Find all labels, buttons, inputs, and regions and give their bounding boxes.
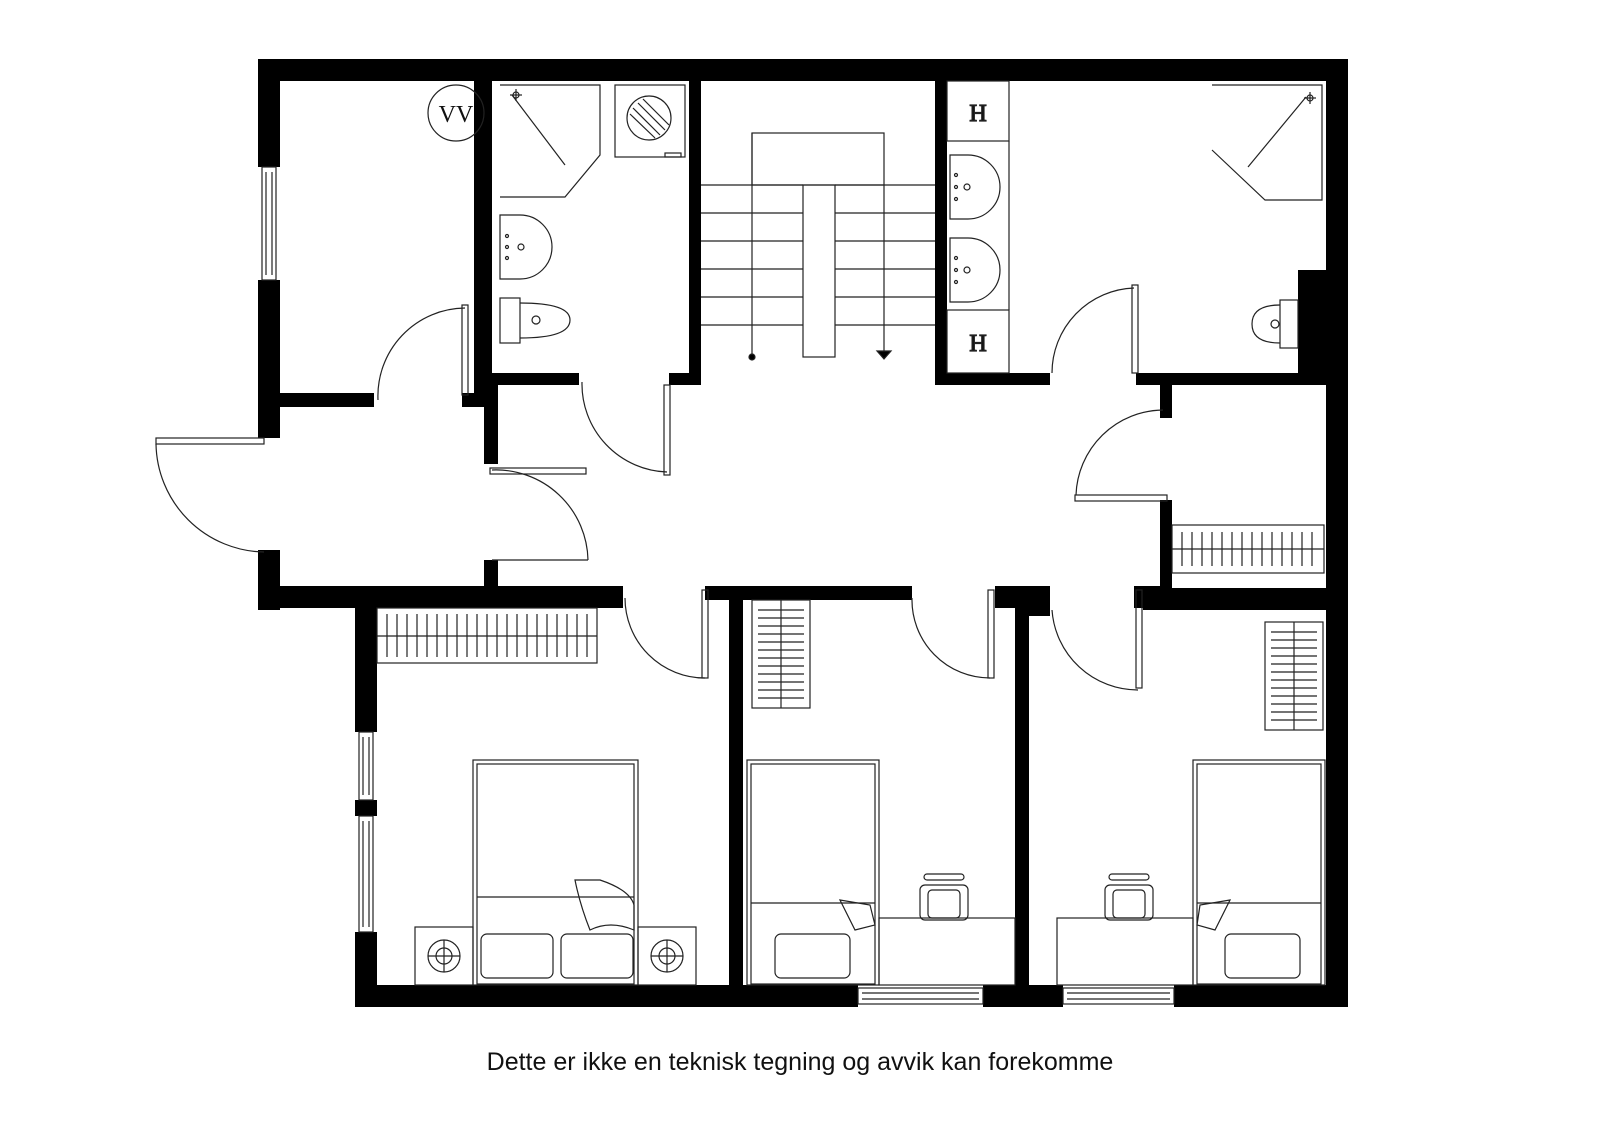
stair-arrow-icon bbox=[875, 350, 893, 360]
nightstand-right bbox=[637, 926, 697, 986]
wardrobe-bedroom2 bbox=[751, 599, 811, 709]
window-left-upper bbox=[261, 166, 277, 281]
staircase bbox=[701, 132, 935, 361]
cabinet-top-label: H bbox=[969, 101, 986, 127]
door-bedroom2 bbox=[911, 589, 995, 679]
cabinet-top: H bbox=[946, 80, 1010, 142]
chair-bedroom3 bbox=[1104, 873, 1154, 921]
nightstand-left bbox=[414, 926, 474, 986]
cabinet-bottom: H bbox=[946, 309, 1010, 374]
window-bedroom3-bottom bbox=[1062, 987, 1175, 1005]
water-heater-label: VV bbox=[439, 102, 474, 128]
door-bedroom3 bbox=[1051, 589, 1143, 691]
single-bed-bedroom3 bbox=[1192, 759, 1326, 986]
door-storage bbox=[1074, 409, 1168, 502]
washing-machine bbox=[614, 84, 686, 158]
wardrobe-bedroom1 bbox=[376, 607, 598, 664]
bedroom1-furniture bbox=[376, 607, 697, 986]
door-bedroom1 bbox=[624, 589, 709, 679]
wardrobe-bedroom3 bbox=[1264, 621, 1324, 731]
window-bedroom2-bottom bbox=[857, 987, 984, 1005]
single-bed-bedroom2 bbox=[746, 759, 880, 986]
stair-start-dot bbox=[748, 353, 756, 361]
windows bbox=[261, 166, 1175, 1005]
door-upper-left-room bbox=[377, 304, 469, 401]
shower-1 bbox=[500, 84, 601, 198]
chair-bedroom2 bbox=[919, 873, 969, 921]
bedroom3-furniture bbox=[1056, 621, 1326, 986]
shower-2 bbox=[1211, 84, 1323, 201]
entrance-door bbox=[155, 437, 265, 553]
sink-1 bbox=[499, 214, 553, 280]
disclaimer-caption: Dette er ikke en teknisk tegning og avvi… bbox=[486, 1048, 1114, 1076]
toilet-2 bbox=[1251, 299, 1299, 349]
desk-bedroom2 bbox=[878, 917, 1016, 986]
door-entry-hall bbox=[489, 467, 589, 561]
cabinet-bottom-label: H bbox=[969, 331, 986, 357]
bedroom2-furniture bbox=[746, 599, 1016, 986]
sink-2b bbox=[949, 237, 1001, 303]
bathroom1-fixtures bbox=[499, 84, 686, 344]
doors bbox=[155, 284, 1168, 691]
toilet-1 bbox=[499, 297, 571, 344]
window-bedroom1-left bbox=[358, 731, 374, 933]
water-heater: VV bbox=[427, 84, 485, 142]
sink-2a bbox=[949, 154, 1001, 220]
walls bbox=[258, 59, 1348, 1007]
door-bathroom2 bbox=[1051, 284, 1139, 374]
double-bed bbox=[472, 759, 639, 986]
bathroom2-fixtures: H H bbox=[946, 80, 1323, 374]
storage-shelves bbox=[1171, 524, 1325, 574]
desk-bedroom3 bbox=[1056, 917, 1194, 986]
door-bathroom1 bbox=[581, 381, 671, 476]
